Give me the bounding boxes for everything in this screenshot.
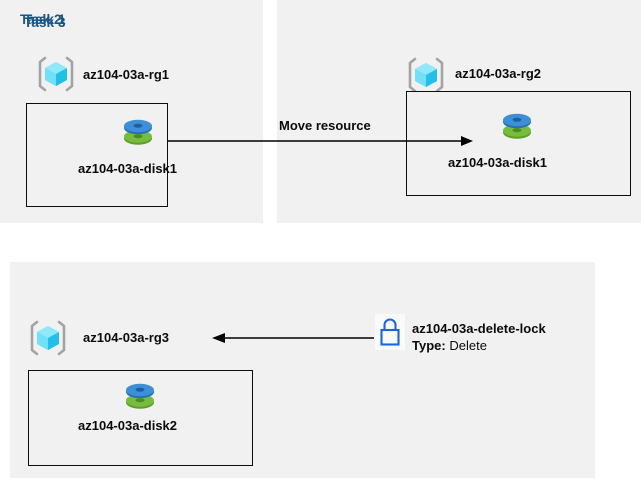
resource-group-1-label: az104-03a-rg1 (83, 67, 169, 82)
delete-lock-name-label: az104-03a-delete-lock (412, 321, 546, 336)
resource-group-2-label: az104-03a-rg2 (455, 66, 541, 81)
resource-group-3-label: az104-03a-rg3 (83, 330, 169, 345)
move-resource-label: Move resource (279, 118, 371, 133)
resource-group-icon (28, 318, 68, 358)
task-3-heading: Task 3 (24, 15, 66, 30)
resource-group-icon (36, 54, 76, 94)
managed-disk-icon (121, 378, 159, 416)
task-1-resource-box (26, 103, 168, 207)
move-resource-arrow (168, 136, 473, 146)
managed-disk-icon (119, 114, 157, 152)
disk-2-label: az104-03a-disk1 (448, 155, 548, 170)
managed-disk-icon (498, 108, 536, 146)
delete-lock-arrow (212, 333, 374, 343)
disk-3-label: az104-03a-disk2 (78, 418, 178, 433)
lock-icon (375, 314, 405, 350)
lock-type-value: Delete (449, 338, 487, 353)
delete-lock-type-row: Type: Delete (412, 338, 487, 353)
task-2-heading: Task 2 (20, 12, 62, 27)
resource-group-icon (406, 55, 446, 95)
task-1-heading: Task 1 (24, 12, 66, 27)
disk-1-label: az104-03a-disk1 (78, 161, 178, 176)
lock-type-key: Type: (412, 338, 446, 353)
task-2-resource-box (406, 91, 631, 196)
